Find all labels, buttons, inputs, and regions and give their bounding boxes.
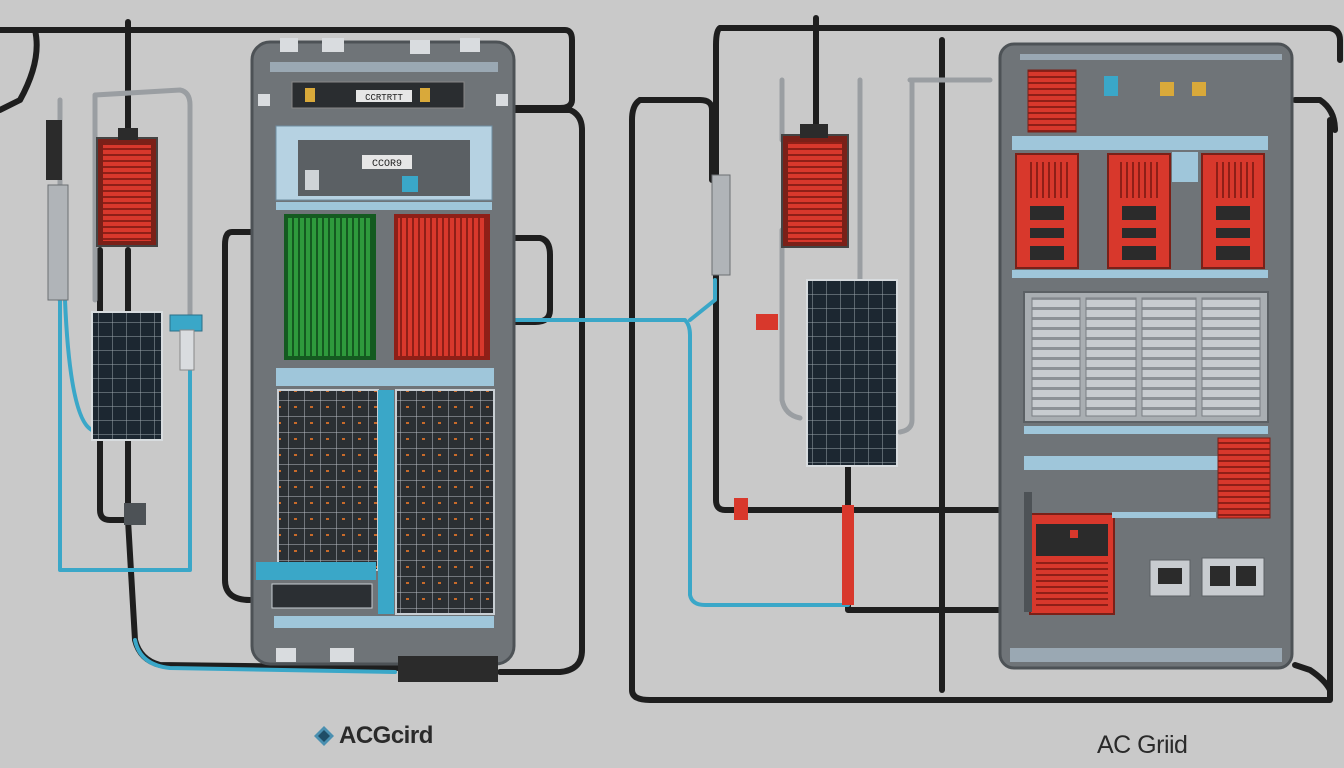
left-caption-text: ACGcird: [339, 722, 433, 749]
grey-conduits: [57, 77, 993, 435]
center-display-text: CCOR9: [372, 159, 402, 170]
left-cabinet: [250, 38, 516, 682]
right-caption: AC Griid: [1097, 731, 1188, 759]
right-cabinet: [998, 42, 1294, 670]
black-pipes: [0, 15, 1343, 703]
left-display-text: CCRTRTT: [365, 93, 403, 103]
left-caption: ACGcird: [313, 722, 433, 750]
left-side-components: [46, 120, 203, 525]
diamond-logo-icon: [314, 726, 334, 746]
middle-components: [711, 124, 898, 605]
